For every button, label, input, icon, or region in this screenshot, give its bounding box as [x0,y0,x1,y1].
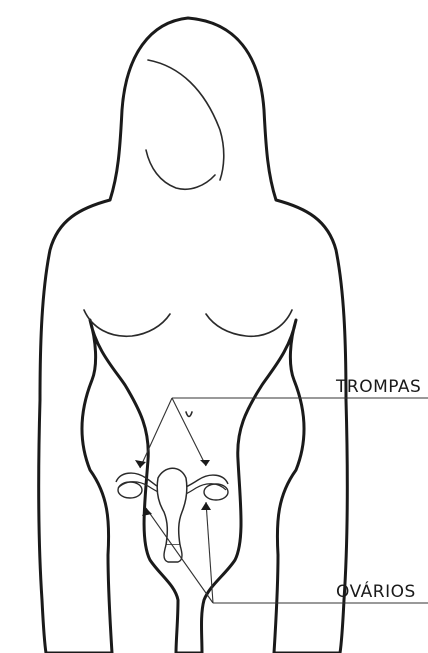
label-ovarios: OVÁRIOS [336,580,416,602]
reproductive-organs [116,468,228,562]
trompas-leader [135,398,428,468]
neck-line [146,150,215,189]
arrowhead-trompas-left [135,460,146,468]
chest-line-right [206,310,292,336]
arrowhead-ovarios-right [201,502,211,510]
label-trompas: TROMPAS [335,377,421,397]
hair-line [148,60,224,180]
chest-line-left [84,310,170,336]
navel [186,412,192,417]
cervix [164,545,182,562]
ovary-right [204,484,228,500]
body-silhouette [39,18,348,653]
uterus [157,468,187,545]
